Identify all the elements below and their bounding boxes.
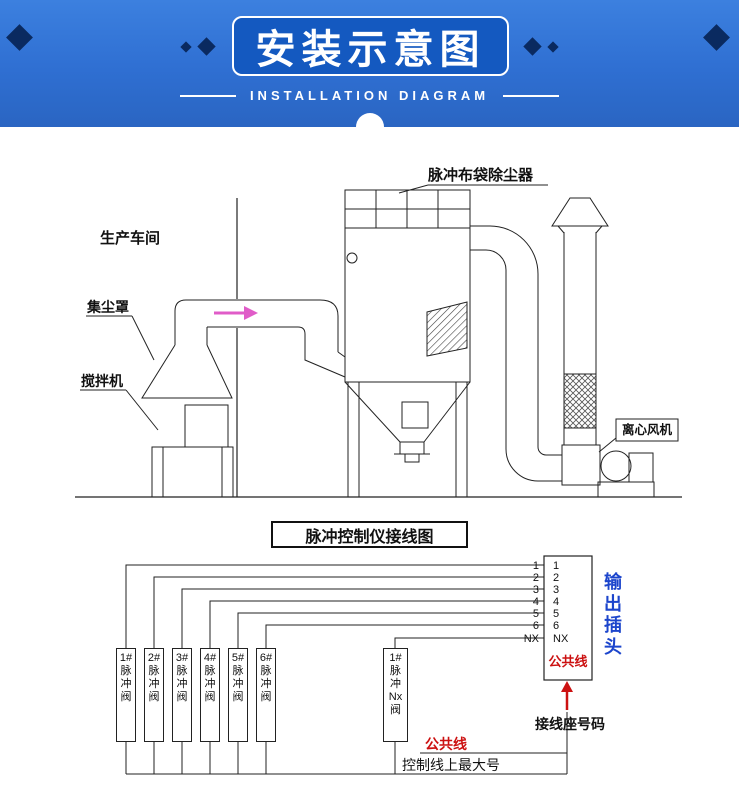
- svg-text:1: 1: [533, 560, 539, 572]
- svg-text:5: 5: [553, 608, 559, 620]
- output-plug-label: 输 出 插 头: [604, 572, 622, 657]
- common-line-label: 公共线: [425, 736, 467, 752]
- fan-label: 离心风机: [622, 422, 673, 437]
- valve-box-5: 5# 脉 冲 阀: [228, 648, 248, 742]
- valve-box-6: 6# 脉 冲 阀: [256, 648, 276, 742]
- dust-collector-label: 脉冲布袋除尘器: [427, 166, 534, 184]
- workshop-structure: [75, 198, 682, 498]
- valve-box-2: 2# 脉 冲 阀: [144, 648, 164, 742]
- wiring-drawing: 1 2 3 4 5 6 NX 1 2 3 4 5 6 NX 公共线: [125, 555, 605, 775]
- diamond-icon: [6, 24, 33, 51]
- dust-hood-label: 集尘罩: [86, 299, 129, 315]
- diamond-icon: [180, 41, 192, 53]
- svg-text:4: 4: [553, 596, 559, 608]
- installation-drawing: 生产车间 脉冲布袋除尘器 集尘罩 搅拌机 离心风机: [75, 166, 682, 498]
- terminal-pointer-arrow: [561, 681, 573, 710]
- wiring-lines: [125, 564, 568, 775]
- dust-collector: [344, 189, 471, 497]
- terminal-note: 接线座号码: [535, 716, 605, 732]
- valve-box-4: 4# 脉 冲 阀: [200, 648, 220, 742]
- svg-text:4: 4: [533, 596, 539, 608]
- svg-text:5: 5: [533, 608, 539, 620]
- page-title: 安装示意图: [255, 28, 486, 72]
- valve-box-nx: 1# 脉 冲 Nx 阀: [383, 648, 408, 742]
- subtitle-row: INSTALLATION DIAGRAM: [0, 88, 739, 103]
- mixer-machine: [151, 404, 234, 498]
- drawing-labels: 生产车间 脉冲布袋除尘器 集尘罩 搅拌机 离心风机: [80, 166, 679, 453]
- wiring-title: 脉冲控制仪接线图: [271, 521, 468, 548]
- wire-number-labels: 1 2 3 4 5 6 NX: [524, 560, 540, 645]
- centrifugal-fan: [561, 444, 655, 498]
- svg-text:6: 6: [533, 620, 539, 632]
- max-number-note: 控制线上最大号: [402, 757, 500, 773]
- svg-text:NX: NX: [524, 633, 540, 645]
- valve-box-3: 3# 脉 冲 阀: [172, 648, 192, 742]
- controller-box: 1 2 3 4 5 6 NX 公共线: [543, 555, 593, 681]
- exhaust-stack: [551, 197, 609, 445]
- svg-text:3: 3: [553, 584, 559, 596]
- subtitle-line-right: [503, 94, 560, 97]
- title-box: 安装示意图: [232, 16, 509, 76]
- diamond-icon: [523, 37, 542, 56]
- wiring-diagram: 1 2 3 4 5 6 NX 1 2 3 4 5 6 NX 公共线: [0, 515, 739, 800]
- dust-hood-and-duct: [141, 299, 346, 399]
- header-banner: 安装示意图 INSTALLATION DIAGRAM: [0, 0, 739, 127]
- svg-text:6: 6: [553, 620, 559, 632]
- diamond-icon: [703, 24, 730, 51]
- semicircle-ornament: [356, 113, 384, 127]
- common-terminal-label: 公共线: [548, 654, 587, 669]
- svg-text:NX: NX: [553, 633, 569, 645]
- outlet-duct: [470, 225, 562, 482]
- diamond-icon: [197, 37, 216, 56]
- mixer-label: 搅拌机: [81, 373, 123, 389]
- svg-text:3: 3: [533, 584, 539, 596]
- svg-text:1: 1: [553, 560, 559, 572]
- airflow-arrow: [214, 306, 258, 320]
- diamond-icon: [547, 41, 559, 53]
- svg-text:2: 2: [553, 572, 559, 584]
- subtitle-line-left: [179, 94, 236, 97]
- workshop-label: 生产车间: [100, 229, 160, 247]
- valve-box-1: 1# 脉 冲 阀: [116, 648, 136, 742]
- page-subtitle: INSTALLATION DIAGRAM: [249, 88, 490, 103]
- svg-text:2: 2: [533, 572, 539, 584]
